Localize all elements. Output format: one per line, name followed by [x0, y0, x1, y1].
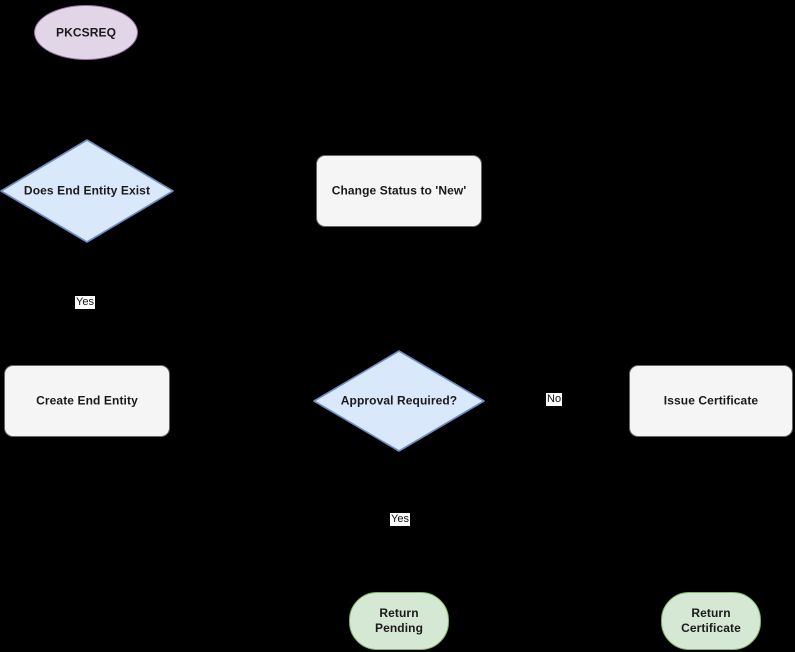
edge-label-yes_approval: Yes: [390, 513, 410, 526]
node-create_end_entity[interactable]: Create End Entity: [4, 365, 170, 437]
node-label-issue_certificate: Issue Certificate: [663, 393, 759, 408]
node-pkcsreq[interactable]: PKCSREQ: [34, 5, 138, 60]
node-change_status_new[interactable]: Change Status to 'New': [316, 155, 482, 227]
node-approval_required[interactable]: Approval Required?: [313, 350, 485, 452]
node-label-approval_required: Approval Required?: [340, 393, 458, 408]
edge-label-no_approval: No: [546, 393, 563, 406]
node-label-return_certificate: Return Certificate: [681, 606, 741, 635]
node-label-pkcsreq: PKCSREQ: [55, 25, 117, 39]
node-does_end_entity_exist[interactable]: Does End Entity Exist: [0, 139, 174, 243]
node-return_pending[interactable]: Return Pending: [349, 592, 449, 650]
node-label-create_end_entity: Create End Entity: [36, 393, 138, 408]
node-label-return_pending: Return Pending: [374, 606, 424, 635]
node-label-does_end_entity_exist: Does End Entity Exist: [23, 183, 151, 198]
node-return_certificate[interactable]: Return Certificate: [661, 592, 761, 650]
node-label-change_status_new: Change Status to 'New': [331, 183, 467, 198]
diamond-shape: [313, 350, 485, 452]
diamond-shape: [0, 139, 174, 243]
node-issue_certificate[interactable]: Issue Certificate: [629, 365, 793, 437]
edge-label-yes_exists: Yes: [75, 296, 95, 309]
